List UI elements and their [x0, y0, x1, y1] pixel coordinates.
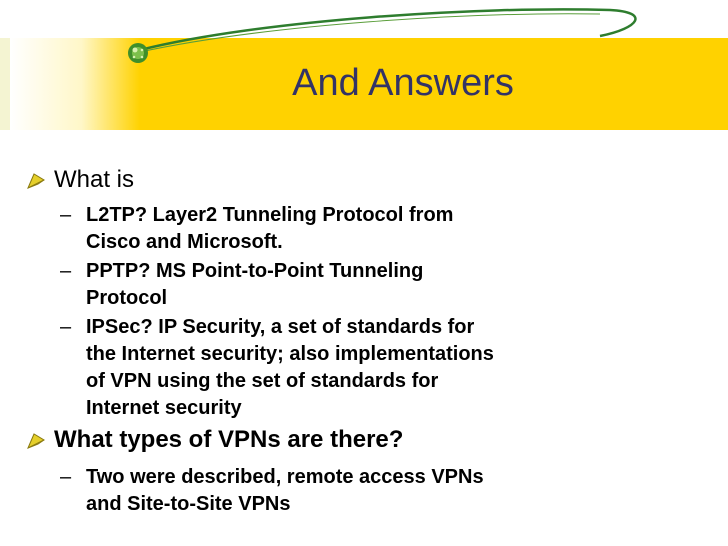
title-bar	[140, 38, 728, 130]
subitem-two-described: – Two were described, remote access VPNs…	[60, 464, 606, 518]
subitem-text: Two were described, remote access VPNs a…	[86, 466, 484, 515]
bullet-text: What types of VPNs are there?	[54, 426, 404, 453]
bullet-text: What is	[54, 166, 135, 193]
subitem-text: L2TP? Layer2 Tunneling Protocol from Cis…	[86, 204, 454, 253]
subitem-text: IPSec? IP Security, a set of standards f…	[86, 316, 494, 419]
diamond-bullet-icon	[27, 433, 46, 450]
dash-marker: –	[60, 260, 72, 282]
title-bar-fade	[10, 38, 140, 130]
green-sphere-icon	[128, 43, 148, 63]
dash-marker: –	[60, 204, 72, 226]
subitem-pptp: – PPTP? MS Point-to-Point Tunneling Prot…	[60, 258, 606, 312]
slide-title: And Answers	[292, 62, 514, 104]
bullet-item-vpn-types: What types of VPNs are there?	[24, 426, 403, 454]
subitem-ipsec: – IPSec? IP Security, a set of standards…	[60, 314, 606, 422]
dash-marker: –	[60, 466, 72, 488]
dash-marker: –	[60, 316, 72, 338]
subitem-text: PPTP? MS Point-to-Point Tunneling Protoc…	[86, 260, 424, 309]
left-decor-band	[0, 38, 10, 130]
diamond-bullet-icon	[27, 173, 46, 190]
bullet-item-what-is: What is	[24, 166, 134, 194]
subitem-l2tp: – L2TP? Layer2 Tunneling Protocol from C…	[60, 202, 606, 256]
